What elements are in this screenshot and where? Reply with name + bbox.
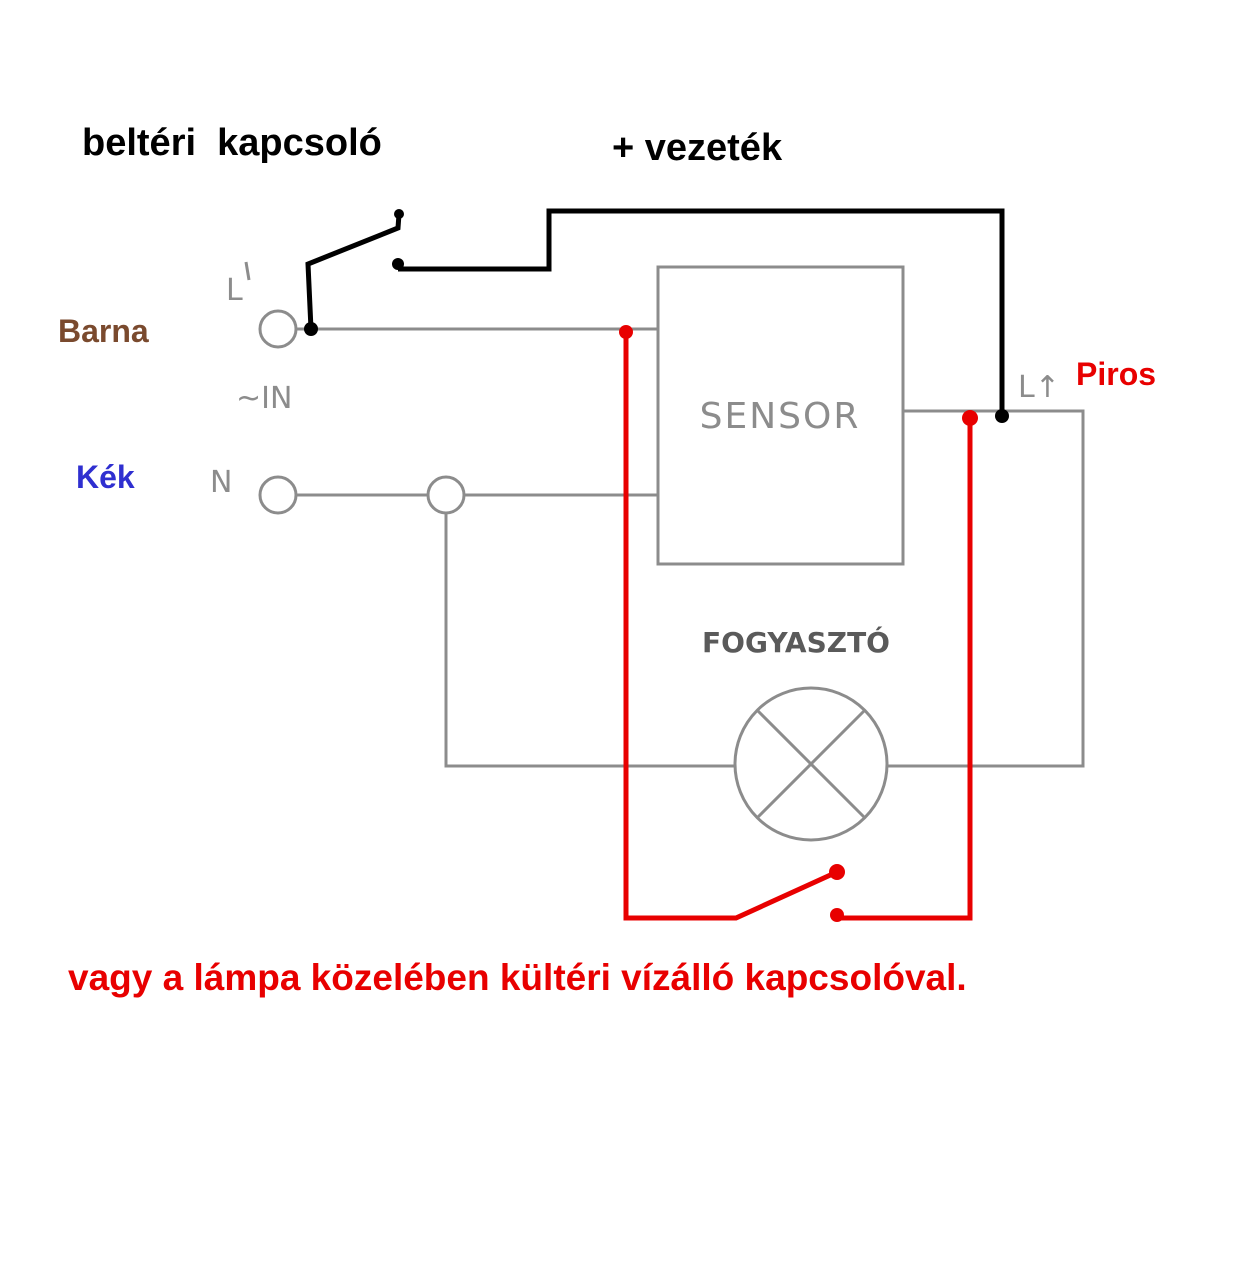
- neutral-label: N: [210, 465, 232, 500]
- blue-wire-label: Kék: [76, 459, 135, 495]
- input-marker-label: ~IN: [236, 381, 292, 416]
- n-load-wire: [444, 513, 735, 768]
- l-input-label: L: [226, 273, 243, 308]
- n-junction-icon: [426, 475, 466, 515]
- brown-wire-label: Barna: [58, 313, 149, 349]
- n-terminal-icon: [258, 475, 298, 515]
- red-switch-wire-left: [623, 332, 839, 921]
- indoor-switch-icon: [305, 209, 404, 330]
- plus-wire-label: + vezeték: [612, 127, 783, 169]
- l-terminal-icon: [258, 309, 298, 349]
- outdoor-switch-icon: [829, 864, 845, 922]
- indoor-switch-label: beltéri kapcsoló: [82, 122, 382, 164]
- switch-l-junction-icon: [304, 322, 318, 336]
- l-output-wire: [887, 409, 1085, 768]
- l-output-label: L↑: [1018, 370, 1060, 405]
- lamp-icon: [733, 686, 889, 842]
- load-label: FOGYASZTÓ: [702, 625, 890, 659]
- red-switch-wire-right: [837, 418, 973, 921]
- sensor-label: SENSOR: [700, 396, 861, 437]
- outdoor-switch-note: vagy a lámpa közelében kültéri vízálló k…: [68, 957, 967, 998]
- l-input-arrow-icon: [244, 261, 251, 281]
- plus-wire-junction-icon: [995, 409, 1009, 423]
- sensor-box: [656, 265, 905, 566]
- plus-wire: [398, 208, 1005, 416]
- red-wire-label: Piros: [1076, 356, 1156, 392]
